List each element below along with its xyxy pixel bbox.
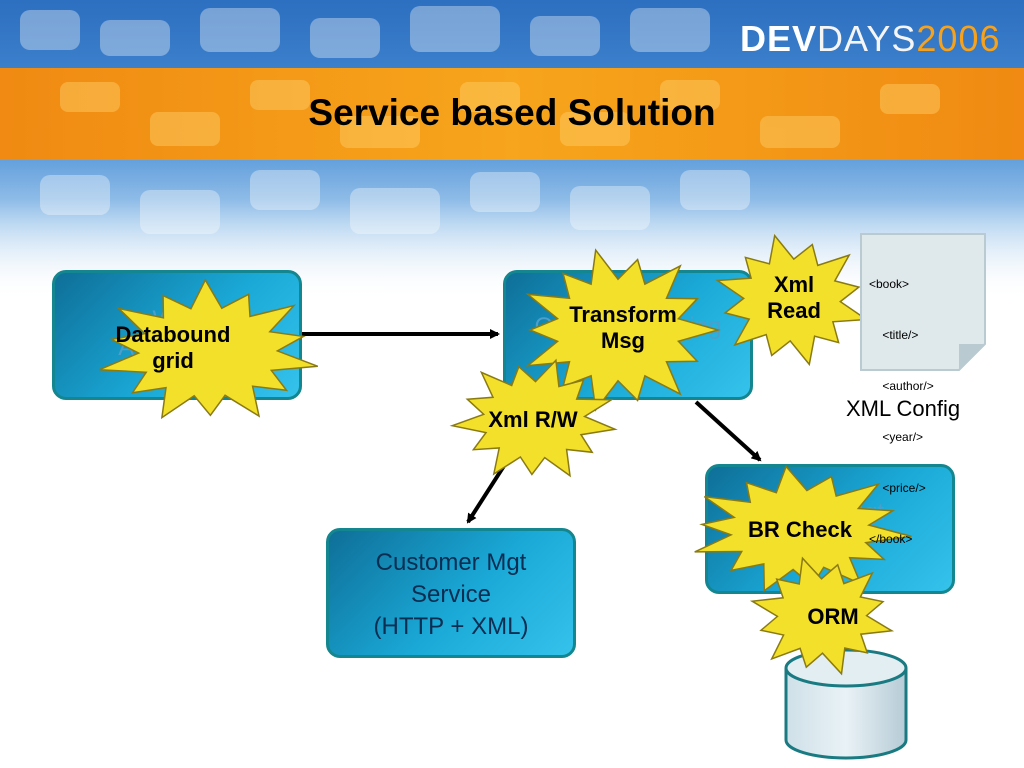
customer-mgt-line3: (HTTP + XML): [373, 613, 529, 640]
logo-year: 2006: [916, 18, 1001, 59]
star-xml-read-shape: [715, 233, 869, 367]
stars-layer: [99, 233, 912, 676]
logo-dev: DEV: [740, 18, 818, 59]
orm-line1: ORM: [807, 604, 859, 629]
header-banner: [0, 0, 1024, 300]
xml-document-text: <book> <title/> <author/> <year/> <price…: [869, 242, 934, 582]
customer-mgt-box: Customer Mgt Service (HTTP + XML): [326, 528, 576, 658]
slide-title: Service based Solution: [308, 92, 716, 133]
star-br-check-label: BR Check: [730, 517, 870, 543]
arrow-order-to-ordermgt: [694, 400, 762, 462]
star-transform-label: Transform Msg: [548, 302, 698, 354]
transform-line2: Msg: [601, 328, 645, 353]
star-orm-shape: [749, 556, 895, 676]
xml-rw-line1: Xml R/W: [488, 407, 578, 432]
customer-mgt-line1: Customer Mgt: [375, 549, 527, 576]
xml-line: <year/>: [869, 430, 924, 444]
star-transform-shape: [525, 248, 721, 412]
xml-line: <book>: [869, 277, 910, 291]
star-orm-label: ORM: [788, 604, 878, 630]
star-databound-shape: [99, 278, 319, 420]
devdays-logo: DEVDAYS2006: [740, 18, 1001, 60]
xml-line: <price/>: [869, 481, 926, 495]
databound-line2: grid: [152, 348, 194, 373]
databound-line1: Databound: [115, 322, 231, 347]
xml-read-line2: Read: [767, 298, 821, 323]
customer-mgt-line2: Service: [410, 581, 492, 608]
xml-line: <author/>: [869, 379, 934, 393]
database-icon: [784, 648, 908, 760]
xml-read-line1: Xml: [773, 272, 815, 297]
star-xml-read-label: Xml Read: [744, 272, 844, 324]
star-xml-rw-shape: [449, 358, 618, 478]
star-databound-label: Databound grid: [108, 322, 238, 374]
logo-days: DAYS: [817, 18, 917, 59]
transform-line1: Transform: [569, 302, 677, 327]
br-check-line1: BR Check: [748, 517, 852, 542]
xml-line: </book>: [869, 532, 913, 546]
xml-line: <title/>: [869, 328, 919, 342]
star-xml-rw-label: Xml R/W: [468, 407, 598, 433]
xml-config-label: XML Config: [846, 396, 961, 421]
xml-document-icon: [860, 233, 986, 371]
